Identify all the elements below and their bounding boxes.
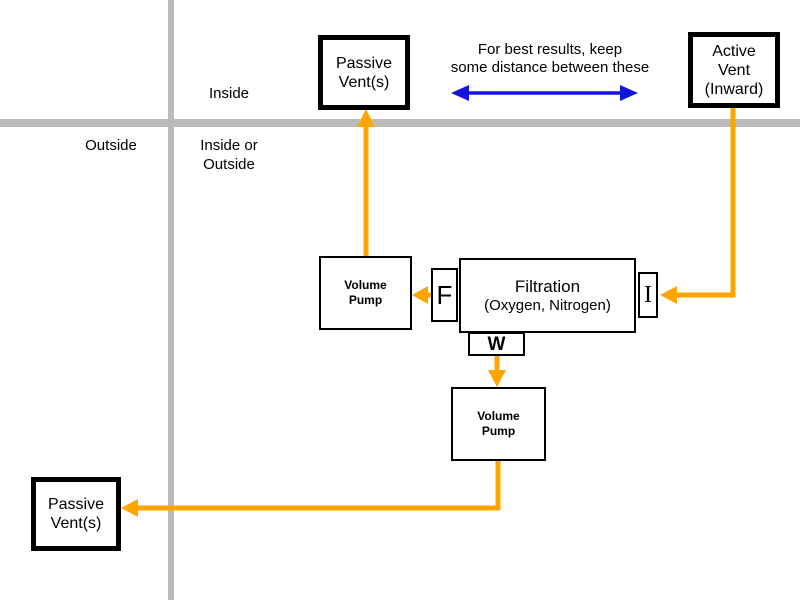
distance-note-text: For best results, keep some distance bet…	[450, 41, 650, 76]
passive-vent-bottom-box: Passive Vent(s)	[31, 477, 121, 551]
flow-arrow-port-w-to-pump-icon	[488, 356, 506, 387]
flow-arrow-port-f-to-pump-icon	[412, 286, 431, 304]
inside-label: Inside	[208, 85, 250, 102]
port-i-box: I	[638, 272, 658, 318]
volume-pump-lower-box: Volume Pump	[451, 387, 546, 461]
inside-or-outside-label: Inside or Outside	[200, 137, 258, 173]
filtration-title: Filtration	[514, 276, 581, 296]
filtration-subtitle: (Oxygen, Nitrogen)	[484, 296, 611, 314]
volume-pump-upper-box: Volume Pump	[319, 256, 412, 330]
flow-arrow-active-vent-to-port-i-icon	[660, 108, 736, 304]
filtration-box: Filtration (Oxygen, Nitrogen)	[459, 258, 636, 333]
flow-arrow-pump-to-passive-vent-icon	[357, 109, 375, 256]
wall-horizontal	[0, 119, 800, 127]
outside-label: Outside	[85, 137, 137, 154]
passive-vent-top-box: Passive Vent(s)	[318, 35, 410, 110]
flow-arrow-pump-to-passive-vent-bottom-icon	[121, 461, 501, 517]
port-w-box: W	[468, 332, 525, 356]
active-vent-box: Active Vent (Inward)	[688, 32, 780, 108]
distance-double-arrow-icon	[451, 85, 638, 101]
wall-vertical	[168, 0, 174, 600]
port-f-box: F	[431, 268, 458, 322]
